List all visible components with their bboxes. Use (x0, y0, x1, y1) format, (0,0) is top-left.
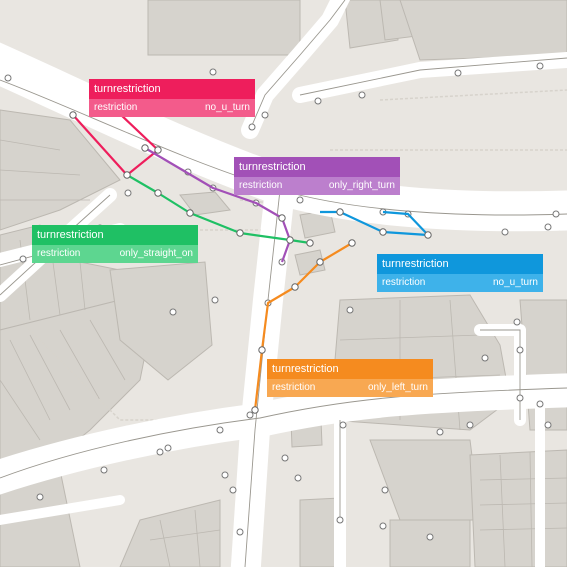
tag-value: no_u_turn (204, 102, 250, 113)
turnrestriction-card-orange[interactable]: turnrestriction restriction only_left_tu… (267, 359, 433, 397)
card-tag-row: restriction only_right_turn (234, 177, 400, 195)
tag-key: restriction (272, 382, 316, 393)
tag-value: only_straight_on (119, 248, 193, 259)
card-tag-row: restriction no_u_turn (377, 274, 543, 292)
card-tag-row: restriction only_straight_on (32, 245, 198, 263)
restriction-pink-way[interactable] (72, 94, 160, 177)
tag-value: only_right_turn (328, 180, 395, 191)
card-tag-row: restriction no_u_turn (89, 99, 255, 117)
tag-key: restriction (94, 102, 138, 113)
card-header: turnrestriction (32, 225, 198, 245)
restriction-purple-way[interactable] (144, 147, 292, 263)
turnrestriction-card-pink[interactable]: turnrestriction restriction no_u_turn (89, 79, 255, 117)
restriction-orange-way[interactable] (253, 242, 353, 411)
tag-value: only_left_turn (367, 382, 428, 393)
card-header: turnrestriction (267, 359, 433, 379)
tag-value: no_u_turn (492, 277, 538, 288)
tag-key: restriction (239, 180, 283, 191)
turnrestriction-card-green[interactable]: turnrestriction restriction only_straigh… (32, 225, 198, 263)
tag-key: restriction (37, 248, 81, 259)
card-header: turnrestriction (377, 254, 543, 274)
card-tag-row: restriction only_left_turn (267, 379, 433, 397)
card-header: turnrestriction (234, 157, 400, 177)
turnrestriction-card-blue[interactable]: turnrestriction restriction no_u_turn (377, 254, 543, 292)
restriction-nodes[interactable] (69, 111, 432, 414)
turnrestriction-card-purple[interactable]: turnrestriction restriction only_right_t… (234, 157, 400, 195)
tag-key: restriction (382, 277, 426, 288)
card-header: turnrestriction (89, 79, 255, 99)
map-nodes[interactable] (4, 62, 560, 541)
